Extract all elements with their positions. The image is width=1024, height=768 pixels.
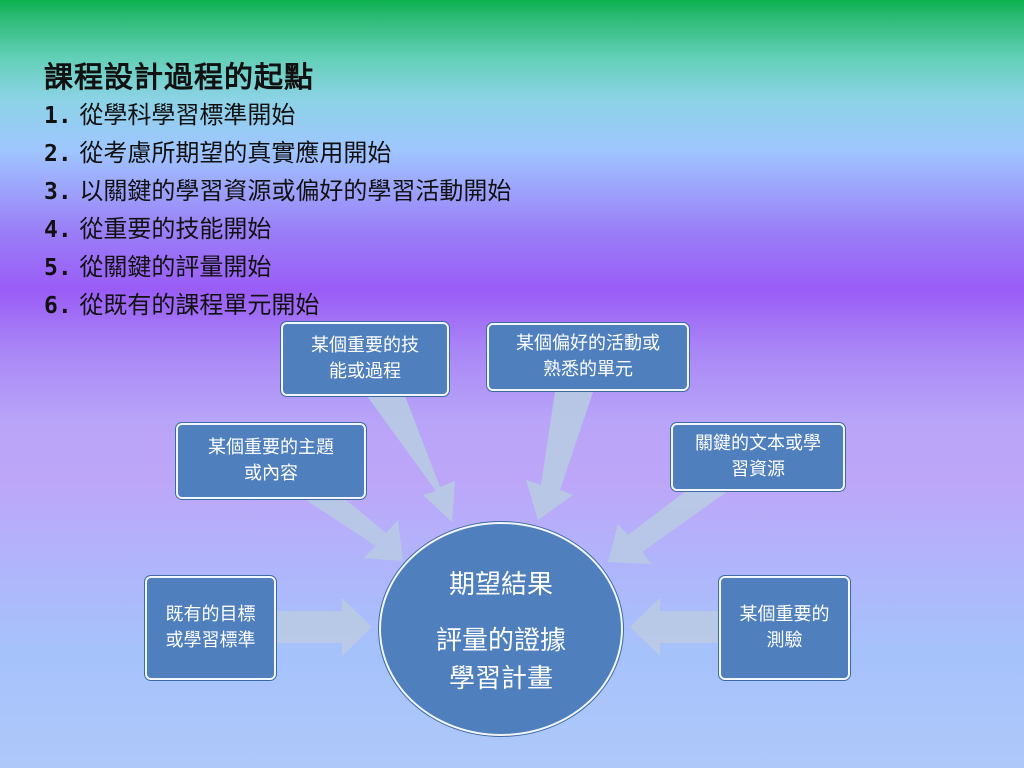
- node-important-skill: 某個重要的技能或過程: [281, 322, 449, 396]
- node-label: 測驗: [766, 630, 803, 651]
- list-item: 4. 從重要的技能開始: [44, 210, 511, 248]
- list-number: 2.: [44, 141, 72, 167]
- list-text: 以關鍵的學習資源或偏好的學習活動開始: [79, 177, 512, 205]
- node-key-texts: 關鍵的文本或學習資源: [671, 423, 845, 491]
- list-text: 從重要的技能開始: [79, 215, 272, 243]
- arrow-from-goals: [276, 598, 372, 656]
- node-label: 某個重要的主題: [208, 437, 334, 458]
- center-desired-results: 期望結果 評量的證據 學習計畫: [379, 522, 623, 736]
- node-existing-goals: 既有的目標或學習標準: [145, 576, 276, 680]
- center-label-plan: 學習計畫: [448, 664, 553, 694]
- node-label: 既有的目標: [165, 604, 256, 625]
- node-label: 某個重要的技: [311, 335, 419, 356]
- node-label: 關鍵的文本或學: [695, 433, 821, 454]
- starting-points-list: 1. 從學科學習標準開始 2. 從考慮所期望的真實應用開始 3. 以關鍵的學習資…: [44, 96, 511, 324]
- node-label: 或學習標準: [165, 630, 256, 651]
- list-item: 3. 以關鍵的學習資源或偏好的學習活動開始: [44, 172, 511, 210]
- node-label: 某個偏好的活動或: [516, 333, 660, 354]
- node-important-topic: 某個重要的主題或內容: [176, 423, 366, 499]
- node-label: 習資源: [731, 459, 785, 480]
- node-label: 熟悉的單元: [543, 359, 633, 380]
- list-number: 5.: [44, 255, 72, 281]
- arrow-from-skill: [367, 396, 455, 522]
- list-text: 從考慮所期望的真實應用開始: [79, 139, 392, 167]
- node-label: 某個重要的: [739, 604, 830, 625]
- center-label-results: 期望結果: [448, 570, 553, 600]
- node-important-test: 某個重要的測驗: [719, 576, 850, 680]
- node-label: 能或過程: [329, 361, 401, 382]
- list-number: 3.: [44, 179, 72, 205]
- node-preferred-activity: 某個偏好的活動或熟悉的單元: [487, 323, 689, 391]
- list-item: 1. 從學科學習標準開始: [44, 96, 511, 134]
- list-item: 5. 從關鍵的評量開始: [44, 248, 511, 286]
- slide-title: 課程設計過程的起點: [44, 60, 315, 94]
- arrow-from-test: [630, 598, 719, 656]
- list-text: 從關鍵的評量開始: [79, 253, 272, 281]
- center-label-evidence: 評量的證據: [435, 626, 566, 656]
- node-label: 或內容: [244, 463, 298, 484]
- list-number: 4.: [44, 217, 72, 243]
- list-number: 1.: [44, 103, 72, 129]
- list-item: 2. 從考慮所期望的真實應用開始: [44, 134, 511, 172]
- list-number: 6.: [44, 293, 72, 319]
- list-text: 從既有的課程單元開始: [79, 291, 320, 319]
- arrow-from-activity: [526, 392, 593, 520]
- arrow-from-texts: [608, 491, 728, 564]
- arrow-from-topic: [306, 500, 403, 561]
- list-text: 從學科學習標準開始: [79, 101, 296, 129]
- list-item: 6. 從既有的課程單元開始: [44, 286, 511, 324]
